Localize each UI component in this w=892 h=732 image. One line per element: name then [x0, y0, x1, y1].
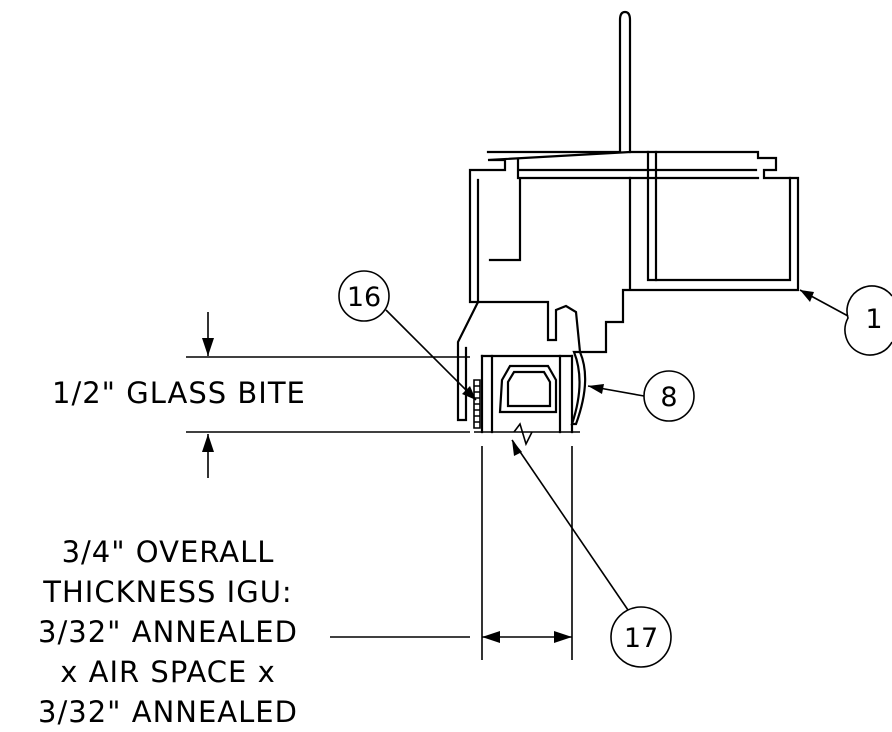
igu-edge	[480, 354, 574, 434]
glazing-bead-8	[570, 350, 587, 426]
igu-note-line-2: THICKNESS IGU:	[42, 575, 292, 609]
igu-note-line-4: x AIR SPACE x	[60, 655, 275, 689]
igu-note-line-3: 3/32" ANNEALED	[38, 615, 298, 649]
igu-note: 3/4" OVERALL THICKNESS IGU: 3/32" ANNEAL…	[38, 535, 298, 729]
frame-fin	[618, 10, 632, 154]
igu-note-line-5: 3/32" ANNEALED	[38, 695, 298, 729]
callout-16: 16	[338, 270, 477, 401]
callout-1: 1	[799, 285, 892, 356]
callout-17: 17	[511, 439, 672, 668]
glass-bite-label: 1/2" GLASS BITE	[52, 376, 306, 410]
break-line	[513, 422, 533, 447]
callout-8-label: 8	[660, 382, 677, 413]
callout-8: 8	[587, 370, 695, 422]
igu-note-line-1: 3/4" OVERALL	[62, 535, 275, 569]
callout-1-label: 1	[865, 304, 882, 335]
frame-extrusion	[456, 150, 800, 422]
glass-bite-dimension: 1/2" GLASS BITE	[52, 312, 580, 478]
setting-block-16	[473, 379, 481, 429]
callout-17-label: 17	[624, 623, 658, 654]
igu-thickness-dimension	[330, 446, 573, 660]
callout-16-label: 16	[347, 282, 381, 313]
